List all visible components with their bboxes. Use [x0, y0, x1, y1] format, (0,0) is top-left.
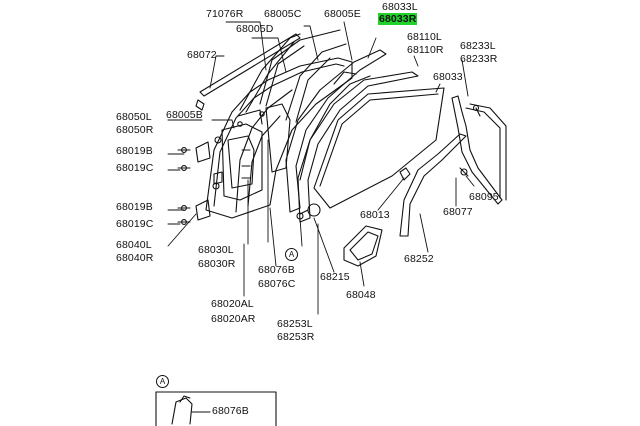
sash-channels-drawing	[199, 29, 371, 181]
label-68030r: 68030R	[198, 258, 236, 270]
label-68077: 68077	[443, 206, 473, 218]
label-68076c: 68076C	[258, 278, 296, 290]
small-parts-drawing	[195, 99, 480, 220]
label-68019c-upper: 68019C	[116, 162, 154, 174]
belt-channel-drawing	[451, 95, 507, 205]
label-68033l: 68033L	[382, 1, 418, 13]
label-68110r: 68110R	[407, 44, 444, 56]
label-68110l: 68110L	[407, 31, 442, 43]
label-68252: 68252	[404, 253, 434, 265]
label-68013: 68013	[360, 209, 390, 221]
label-71076r: 71076R	[206, 8, 244, 20]
label-68005d: 68005D	[236, 23, 274, 35]
label-68215: 68215	[320, 271, 350, 283]
access-cover-drawing	[343, 225, 383, 267]
label-68050r: 68050R	[116, 124, 154, 136]
label-68033: 68033	[433, 71, 463, 83]
glass-run-drawing	[285, 49, 419, 223]
label-68020ar: 68020AR	[211, 313, 256, 325]
leader-lines	[167, 21, 475, 315]
outer-weatherstrip-drawing	[399, 133, 467, 237]
label-68019c-lower: 68019C	[116, 218, 154, 230]
inset-view-a	[155, 391, 277, 426]
label-68040r: 68040R	[116, 252, 154, 264]
label-68076b: 68076B	[258, 264, 295, 276]
label-68233l: 68233L	[460, 40, 496, 52]
label-68005c: 68005C	[264, 8, 302, 20]
label-68030l: 68030L	[198, 244, 234, 256]
label-68033r-highlighted: 68033R	[378, 13, 418, 25]
callout-a-inset: A	[156, 375, 169, 388]
label-68253r: 68253R	[277, 331, 315, 343]
label-68019b-lower: 68019B	[116, 201, 153, 213]
label-68095: 68095	[469, 191, 499, 203]
door-glass-drawing	[313, 87, 445, 209]
hinges-drawing	[177, 141, 211, 225]
label-68072: 68072	[187, 49, 217, 61]
callout-a-main: A	[285, 248, 298, 261]
label-68050l: 68050L	[116, 111, 152, 123]
door-panel-drawing	[205, 57, 353, 219]
label-68020al: 68020AL	[211, 298, 254, 310]
label-68233r: 68233R	[460, 53, 498, 65]
label-68019b-upper: 68019B	[116, 145, 153, 157]
label-68040l: 68040L	[116, 239, 152, 251]
label-68048: 68048	[346, 289, 376, 301]
label-68253l: 68253L	[277, 318, 313, 330]
label-68005b: 68005B	[166, 109, 203, 121]
label-68005e: 68005E	[324, 8, 361, 20]
label-68076b-inset: 68076B	[212, 405, 249, 417]
